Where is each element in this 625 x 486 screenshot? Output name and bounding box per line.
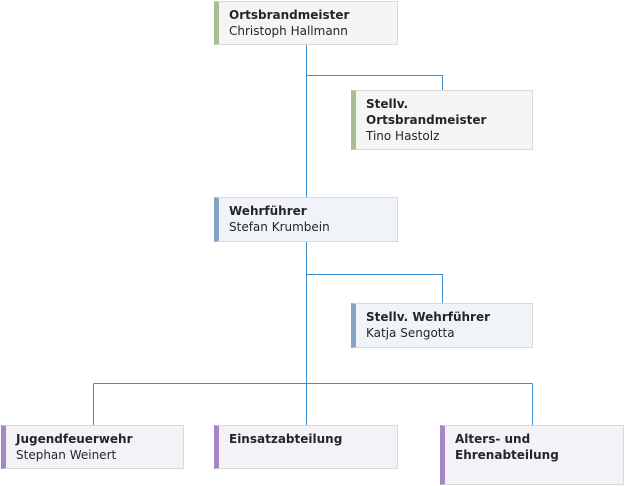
node-person: Katja Sengotta [366,326,455,340]
connector-stellv-ortsbrandmeister [306,75,443,90]
node-jugendfeuerwehr: Jugendfeuerwehr Stephan Weinert [1,425,184,469]
node-title: Einsatzabteilung [229,432,343,446]
node-title: Jugendfeuerwehr [16,432,133,446]
node-title: Alters- und Ehrenabteilung [455,432,559,462]
connector-stellv-wehrfuehrer [306,274,443,303]
node-wehrfuehrer: Wehrführer Stefan Krumbein [214,197,398,242]
node-person: Stephan Weinert [16,448,117,462]
node-person: Tino Hastolz [366,129,440,143]
node-alters-ehrenabteilung: Alters- und Ehrenabteilung [440,425,624,485]
node-title: Stellv. Wehrführer [366,310,491,324]
node-stellv-ortsbrandmeister: Stellv. Ortsbrandmeister Tino Hastolz [351,90,533,150]
node-einsatzabteilung: Einsatzabteilung [214,425,398,469]
node-title: Ortsbrandmeister [229,8,350,22]
node-stellv-wehrfuehrer: Stellv. Wehrführer Katja Sengotta [351,303,533,348]
node-person: Christoph Hallmann [229,24,348,38]
node-title: Stellv. Ortsbrandmeister [366,97,487,127]
node-title: Wehrführer [229,204,307,218]
node-person: Stefan Krumbein [229,220,330,234]
node-ortsbrandmeister: Ortsbrandmeister Christoph Hallmann [214,1,398,45]
